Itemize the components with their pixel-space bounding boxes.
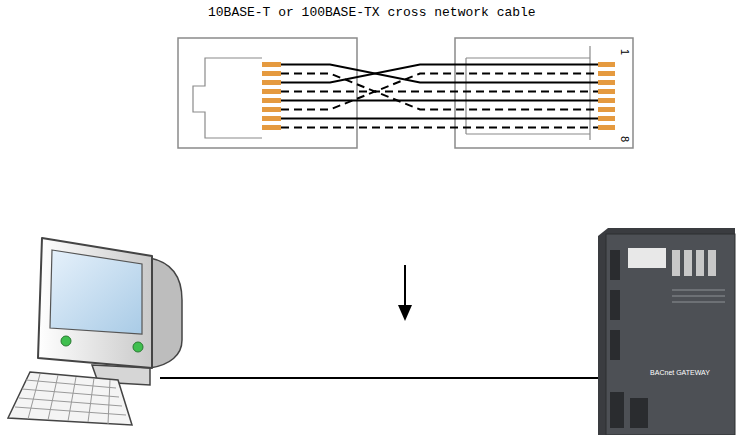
- wire: [281, 118, 598, 120]
- wire: [281, 74, 598, 110]
- gateway-side: [598, 228, 735, 435]
- pin: [598, 107, 615, 112]
- monitor-screen: [50, 250, 142, 334]
- jack-pins: [262, 62, 281, 130]
- pin: [598, 125, 615, 130]
- wire: [281, 91, 598, 93]
- crossover-wires: [281, 65, 598, 128]
- dip-switch: [672, 250, 680, 276]
- dip-switch: [684, 250, 692, 276]
- monitor-back: [150, 258, 182, 368]
- pin: [598, 80, 615, 85]
- pin: [262, 125, 281, 130]
- pin: [262, 107, 281, 112]
- power-button: [133, 342, 143, 352]
- terminal-block: [610, 290, 620, 320]
- keyboard: [8, 372, 132, 425]
- diagram-title: 10BASE-T or 100BASE-TX cross network cab…: [208, 6, 536, 19]
- dip-switch: [696, 250, 704, 276]
- pin: [598, 62, 615, 67]
- wire: [281, 127, 598, 129]
- terminal-block: [610, 250, 620, 280]
- pin: [262, 62, 281, 67]
- arrow-shaft: [404, 265, 406, 308]
- pin: [598, 98, 615, 103]
- gateway-front: [606, 234, 735, 435]
- jack-housing: [178, 38, 357, 148]
- device-label: BACnet GATEWAY: [650, 369, 710, 376]
- pin: [262, 80, 281, 85]
- pin: [262, 98, 281, 103]
- arrow-head: [398, 305, 412, 321]
- wire: [281, 74, 598, 110]
- status-panel: [628, 248, 666, 268]
- gateway-device: [598, 228, 735, 435]
- pin: [262, 71, 281, 76]
- panel-lines: [672, 290, 725, 302]
- pin: [262, 116, 281, 121]
- monitor-bezel: [38, 238, 152, 368]
- computer-icon: [8, 238, 182, 425]
- pin-number: 8: [619, 136, 630, 142]
- pin: [598, 89, 615, 94]
- network-cable: [160, 377, 600, 379]
- pin-number: 1: [619, 49, 630, 55]
- power-button: [61, 336, 71, 346]
- pin: [262, 89, 281, 94]
- plug-pins: [598, 62, 615, 130]
- keyboard-keys: [15, 374, 126, 424]
- wire: [281, 100, 598, 102]
- jack-outline: [193, 58, 262, 138]
- plug-outline: [466, 46, 590, 140]
- plug-housing: [455, 38, 633, 148]
- dip-switch: [708, 250, 716, 276]
- pin: [598, 116, 615, 121]
- terminal-block: [630, 398, 648, 428]
- pin: [598, 71, 615, 76]
- terminal-block: [610, 330, 620, 360]
- ethernet-port: [610, 392, 624, 428]
